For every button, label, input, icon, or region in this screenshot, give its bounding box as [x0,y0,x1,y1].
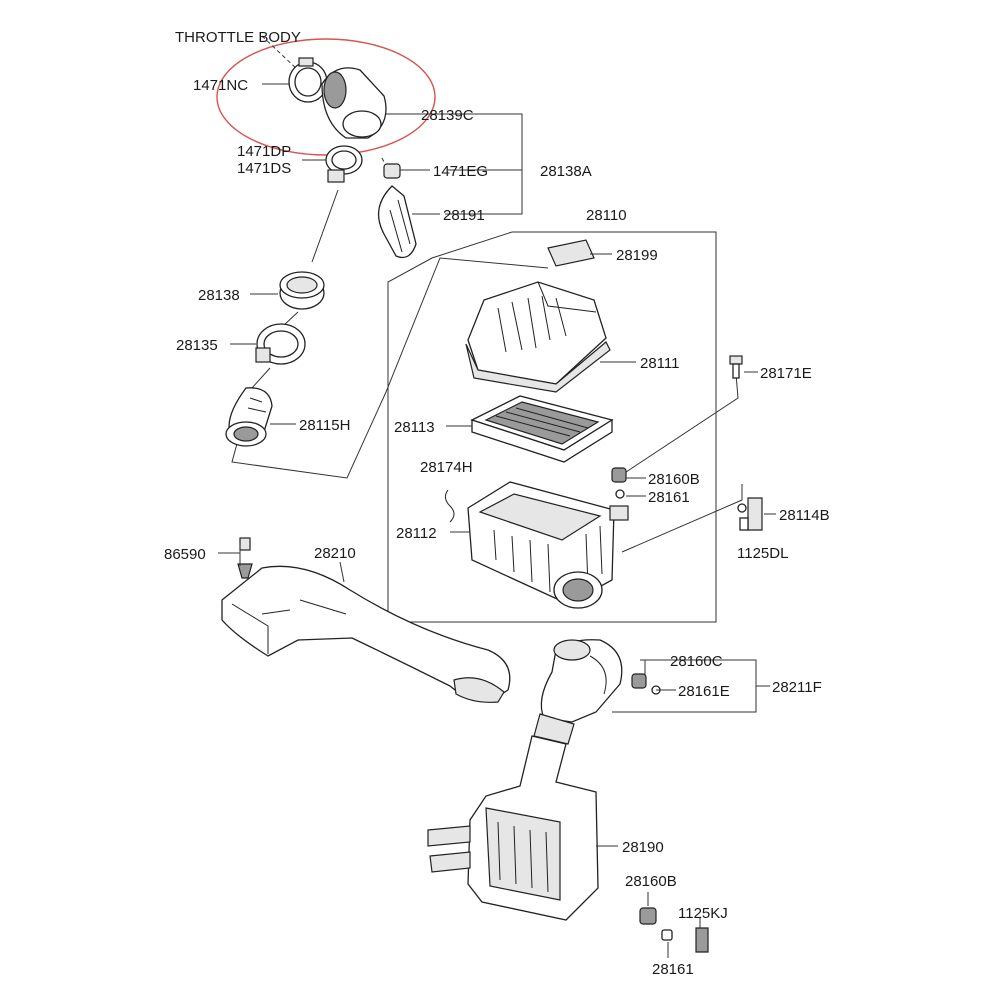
bracket-28138a [398,113,523,215]
label-1471eg: 1471EG [433,163,488,180]
label-28139c: 28139C [421,107,474,124]
bracket-28211f [612,659,770,713]
label-28161-top: 28161 [648,489,690,506]
label-throttle-body: THROTTLE BODY [175,29,301,46]
air-filter-element-28113 [470,395,614,463]
resonator-28190 [427,735,599,921]
label-28112: 28112 [396,525,437,542]
callout-labels: THROTTLE BODY 1471NC 28139C 1471DP 1471D… [164,29,830,978]
label-86590: 86590 [164,546,206,563]
clip-28174h [444,489,455,523]
label-1471nc: 1471NC [193,77,248,94]
bolt-28171e [729,355,743,379]
label-1125kj: 1125KJ [678,905,728,922]
assembly-line-28115h [231,257,549,479]
assembly-line-28171e [619,373,739,477]
label-28110: 28110 [586,207,627,224]
assembly-line-hose [381,157,393,179]
throttle-body-parts [288,57,417,259]
grommets-bottom [639,907,709,953]
label-28199: 28199 [616,247,658,264]
label-28161-bottom: 28161 [652,961,694,978]
label-28111: 28111 [640,355,680,372]
air-cleaner-body-28112 [467,481,629,609]
assembly-line-throttle [261,35,301,73]
label-28160b-top: 28160B [648,471,700,488]
label-28191: 28191 [443,207,485,224]
label-1471ds: 1471DS [237,160,291,177]
label-28174h: 28174H [420,459,473,476]
label-plate-28199 [547,239,595,267]
label-28210: 28210 [314,545,356,562]
label-28115h: 28115H [299,417,350,434]
label-28138a: 28138A [540,163,592,180]
label-28161e: 28161E [678,683,730,700]
grommets-middle [631,673,661,695]
label-28114b: 28114B [779,507,830,524]
inlet-duct-28210 [221,565,511,703]
label-28135: 28135 [176,337,218,354]
label-1471dp: 1471DP [237,143,291,160]
rubber-coupler-28138 [279,271,325,310]
assembly-line-28114b [621,484,743,553]
label-28160b-bottom: 28160B [625,873,677,890]
label-1125dl: 1125DL [737,545,788,562]
grommets-top [611,467,627,499]
leader-lines [218,83,776,958]
label-28138: 28138 [198,287,240,304]
hose-clamp-28135 [255,323,306,365]
bracket-28114b [737,497,763,531]
throttle-body-highlight-ellipse [216,38,436,156]
resonator-duct-28211f [533,639,623,745]
air-cleaner-cover-28111 [465,281,611,393]
label-28171e: 28171E [760,365,812,382]
label-28160c: 28160C [670,653,723,670]
intake-duct-28115h [225,387,273,447]
label-28211f: 28211F [772,679,822,696]
label-28113: 28113 [394,419,435,436]
label-28190: 28190 [622,839,664,856]
